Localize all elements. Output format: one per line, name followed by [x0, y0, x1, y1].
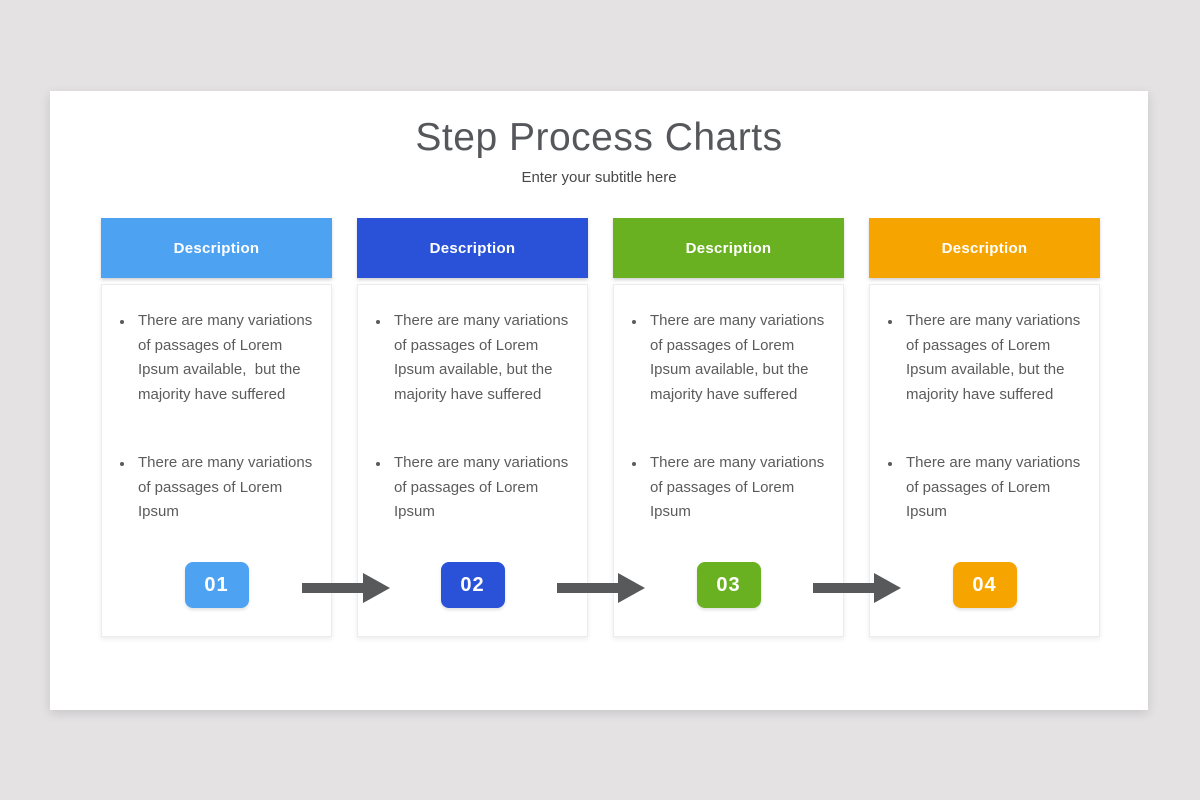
list-item: There are many variations of passages of…	[374, 309, 569, 408]
bullet-text: There are many variations of passages of…	[650, 453, 829, 521]
bullet-text: There are many variations of passages of…	[650, 312, 829, 404]
slide: Step Process Charts Enter your subtitle …	[50, 91, 1148, 710]
bullet-icon	[120, 320, 124, 324]
column-header: Description	[869, 218, 1100, 278]
slide-subtitle: Enter your subtitle here	[521, 169, 677, 186]
column-card: There are many variations of passages of…	[101, 284, 332, 637]
slide-title: Step Process Charts	[415, 116, 783, 159]
column-card: There are many variations of passages of…	[613, 284, 844, 637]
bullet-icon	[888, 320, 892, 324]
bullet-icon	[888, 461, 892, 466]
column-card: There are many variations of passages of…	[357, 284, 588, 637]
step-column-4: Description There are many variations of…	[869, 218, 1100, 637]
column-header-label: Description	[685, 239, 772, 257]
bullet-text: There are many variations of passages of…	[138, 312, 317, 404]
list-item: There are many variations of passages of…	[886, 451, 1081, 525]
column-header-label: Description	[941, 239, 1028, 257]
bullet-icon	[120, 461, 124, 466]
step-column-3: Description There are many variations of…	[613, 218, 844, 637]
bullet-text: There are many variations of passages of…	[394, 312, 573, 404]
bullet-icon	[632, 320, 636, 324]
step-number-badge: 01	[184, 562, 249, 608]
arrow-right-icon	[302, 573, 390, 603]
arrow-right-icon	[557, 573, 645, 603]
arrow-right-icon	[813, 573, 901, 603]
list-item: There are many variations of passages of…	[118, 451, 313, 525]
list-item: There are many variations of passages of…	[118, 309, 313, 408]
column-card: There are many variations of passages of…	[869, 284, 1100, 637]
column-header-label: Description	[429, 239, 516, 257]
step-column-1: Description There are many variations of…	[101, 218, 332, 637]
step-column-2: Description There are many variations of…	[357, 218, 588, 637]
list-item: There are many variations of passages of…	[630, 451, 825, 525]
bullet-icon	[376, 320, 380, 324]
list-item: There are many variations of passages of…	[886, 309, 1081, 408]
bullet-text: There are many variations of passages of…	[906, 453, 1085, 521]
bullet-text: There are many variations of passages of…	[138, 453, 317, 521]
bullet-text: There are many variations of passages of…	[394, 453, 573, 521]
list-item: There are many variations of passages of…	[374, 451, 569, 525]
column-header: Description	[613, 218, 844, 278]
step-number-badge: 03	[696, 562, 761, 608]
bullet-text: There are many variations of passages of…	[906, 312, 1085, 404]
step-number-badge: 04	[952, 562, 1017, 608]
column-header-label: Description	[173, 239, 260, 257]
bullet-icon	[376, 461, 380, 466]
list-item: There are many variations of passages of…	[630, 309, 825, 408]
column-header: Description	[357, 218, 588, 278]
step-number-badge: 02	[440, 562, 505, 608]
bullet-icon	[632, 461, 636, 466]
column-header: Description	[101, 218, 332, 278]
